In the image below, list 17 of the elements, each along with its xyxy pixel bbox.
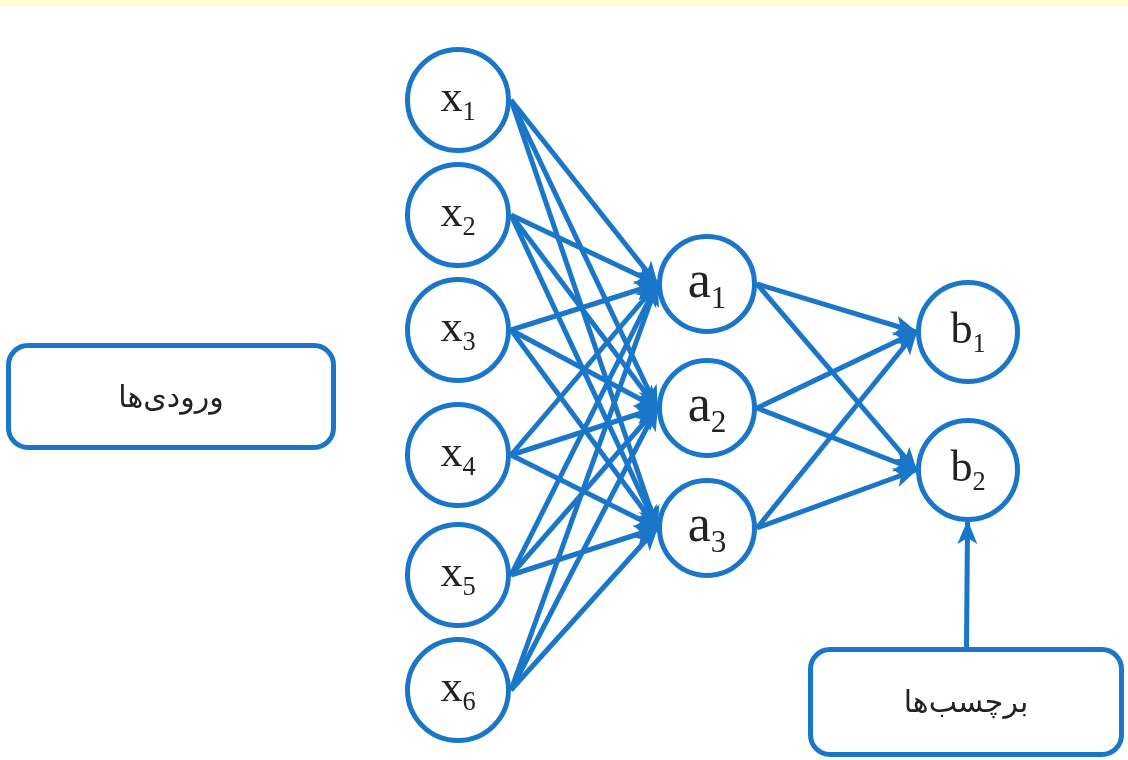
node-label: a$_{1}$: [687, 254, 727, 314]
node-label: a$_{2}$: [687, 378, 727, 438]
node-label: x$_{6}$: [440, 665, 476, 715]
node-label: برچسب‌ها: [903, 687, 1029, 717]
arrow: [756, 281, 918, 336]
node-label: b$_{1}$: [950, 307, 986, 357]
node-label: a$_{3}$: [687, 498, 727, 558]
node-label: x$_{4}$: [440, 430, 476, 480]
node-label: x$_{2}$: [440, 190, 476, 240]
node-label: x$_{5}$: [440, 550, 476, 600]
node-label: x$_{3}$: [440, 305, 476, 355]
arrow: [756, 467, 918, 531]
arrow: [957, 520, 978, 648]
node-label: x$_{1}$: [440, 75, 476, 125]
rounded-box: [6, 343, 336, 450]
rounded-box: [808, 647, 1124, 757]
node-label: b$_{2}$: [950, 445, 986, 495]
